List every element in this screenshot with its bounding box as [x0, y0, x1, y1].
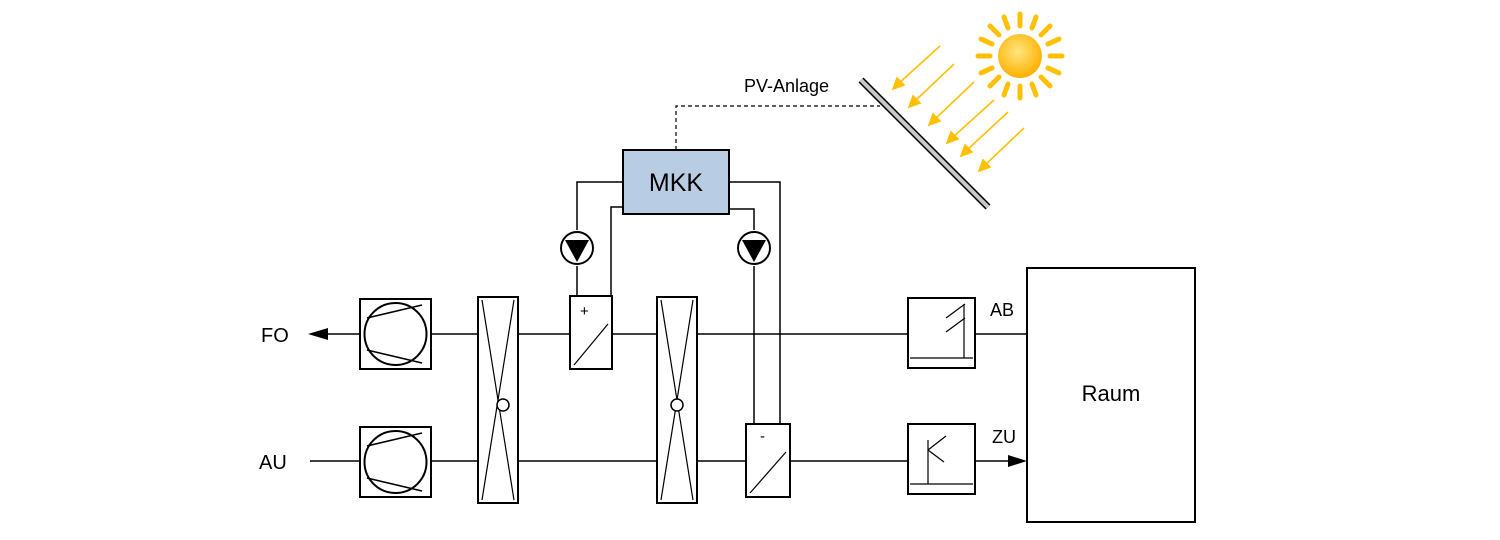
pump-right-icon	[737, 231, 771, 265]
pv-label: PV-Anlage	[744, 76, 829, 96]
exhaust-damper-icon	[907, 297, 976, 369]
sun-rays	[891, 45, 1025, 173]
pv-signal-line	[675, 105, 880, 150]
mkk-label: MKK	[649, 169, 704, 197]
pv-panel-icon	[858, 77, 991, 210]
fo-label: FO	[261, 325, 289, 347]
heat-recovery-wheel-1-icon	[477, 296, 519, 504]
zu-label: ZU	[992, 427, 1016, 447]
au-label: AU	[259, 452, 287, 474]
supply-damper-icon	[907, 423, 976, 495]
supply-fan-icon	[359, 426, 432, 498]
pump-left-icon	[560, 231, 594, 265]
zu-arrow-icon	[1008, 455, 1027, 467]
exhaust-fan-icon	[359, 298, 432, 370]
sun-icon	[975, 11, 1065, 101]
heating-coil: +	[569, 295, 613, 370]
fo-arrow-icon	[308, 328, 328, 340]
room-box: Raum	[1026, 267, 1196, 523]
cooling-coil: -	[745, 423, 791, 498]
room-label: Raum	[1082, 381, 1141, 406]
mkk-piping	[576, 181, 781, 424]
heat-recovery-wheel-2-icon	[656, 296, 698, 504]
heating-plus-label: +	[580, 303, 589, 320]
ab-label: AB	[990, 300, 1014, 320]
cooling-minus-label: -	[760, 428, 765, 445]
mkk-unit: MKK	[622, 149, 730, 215]
